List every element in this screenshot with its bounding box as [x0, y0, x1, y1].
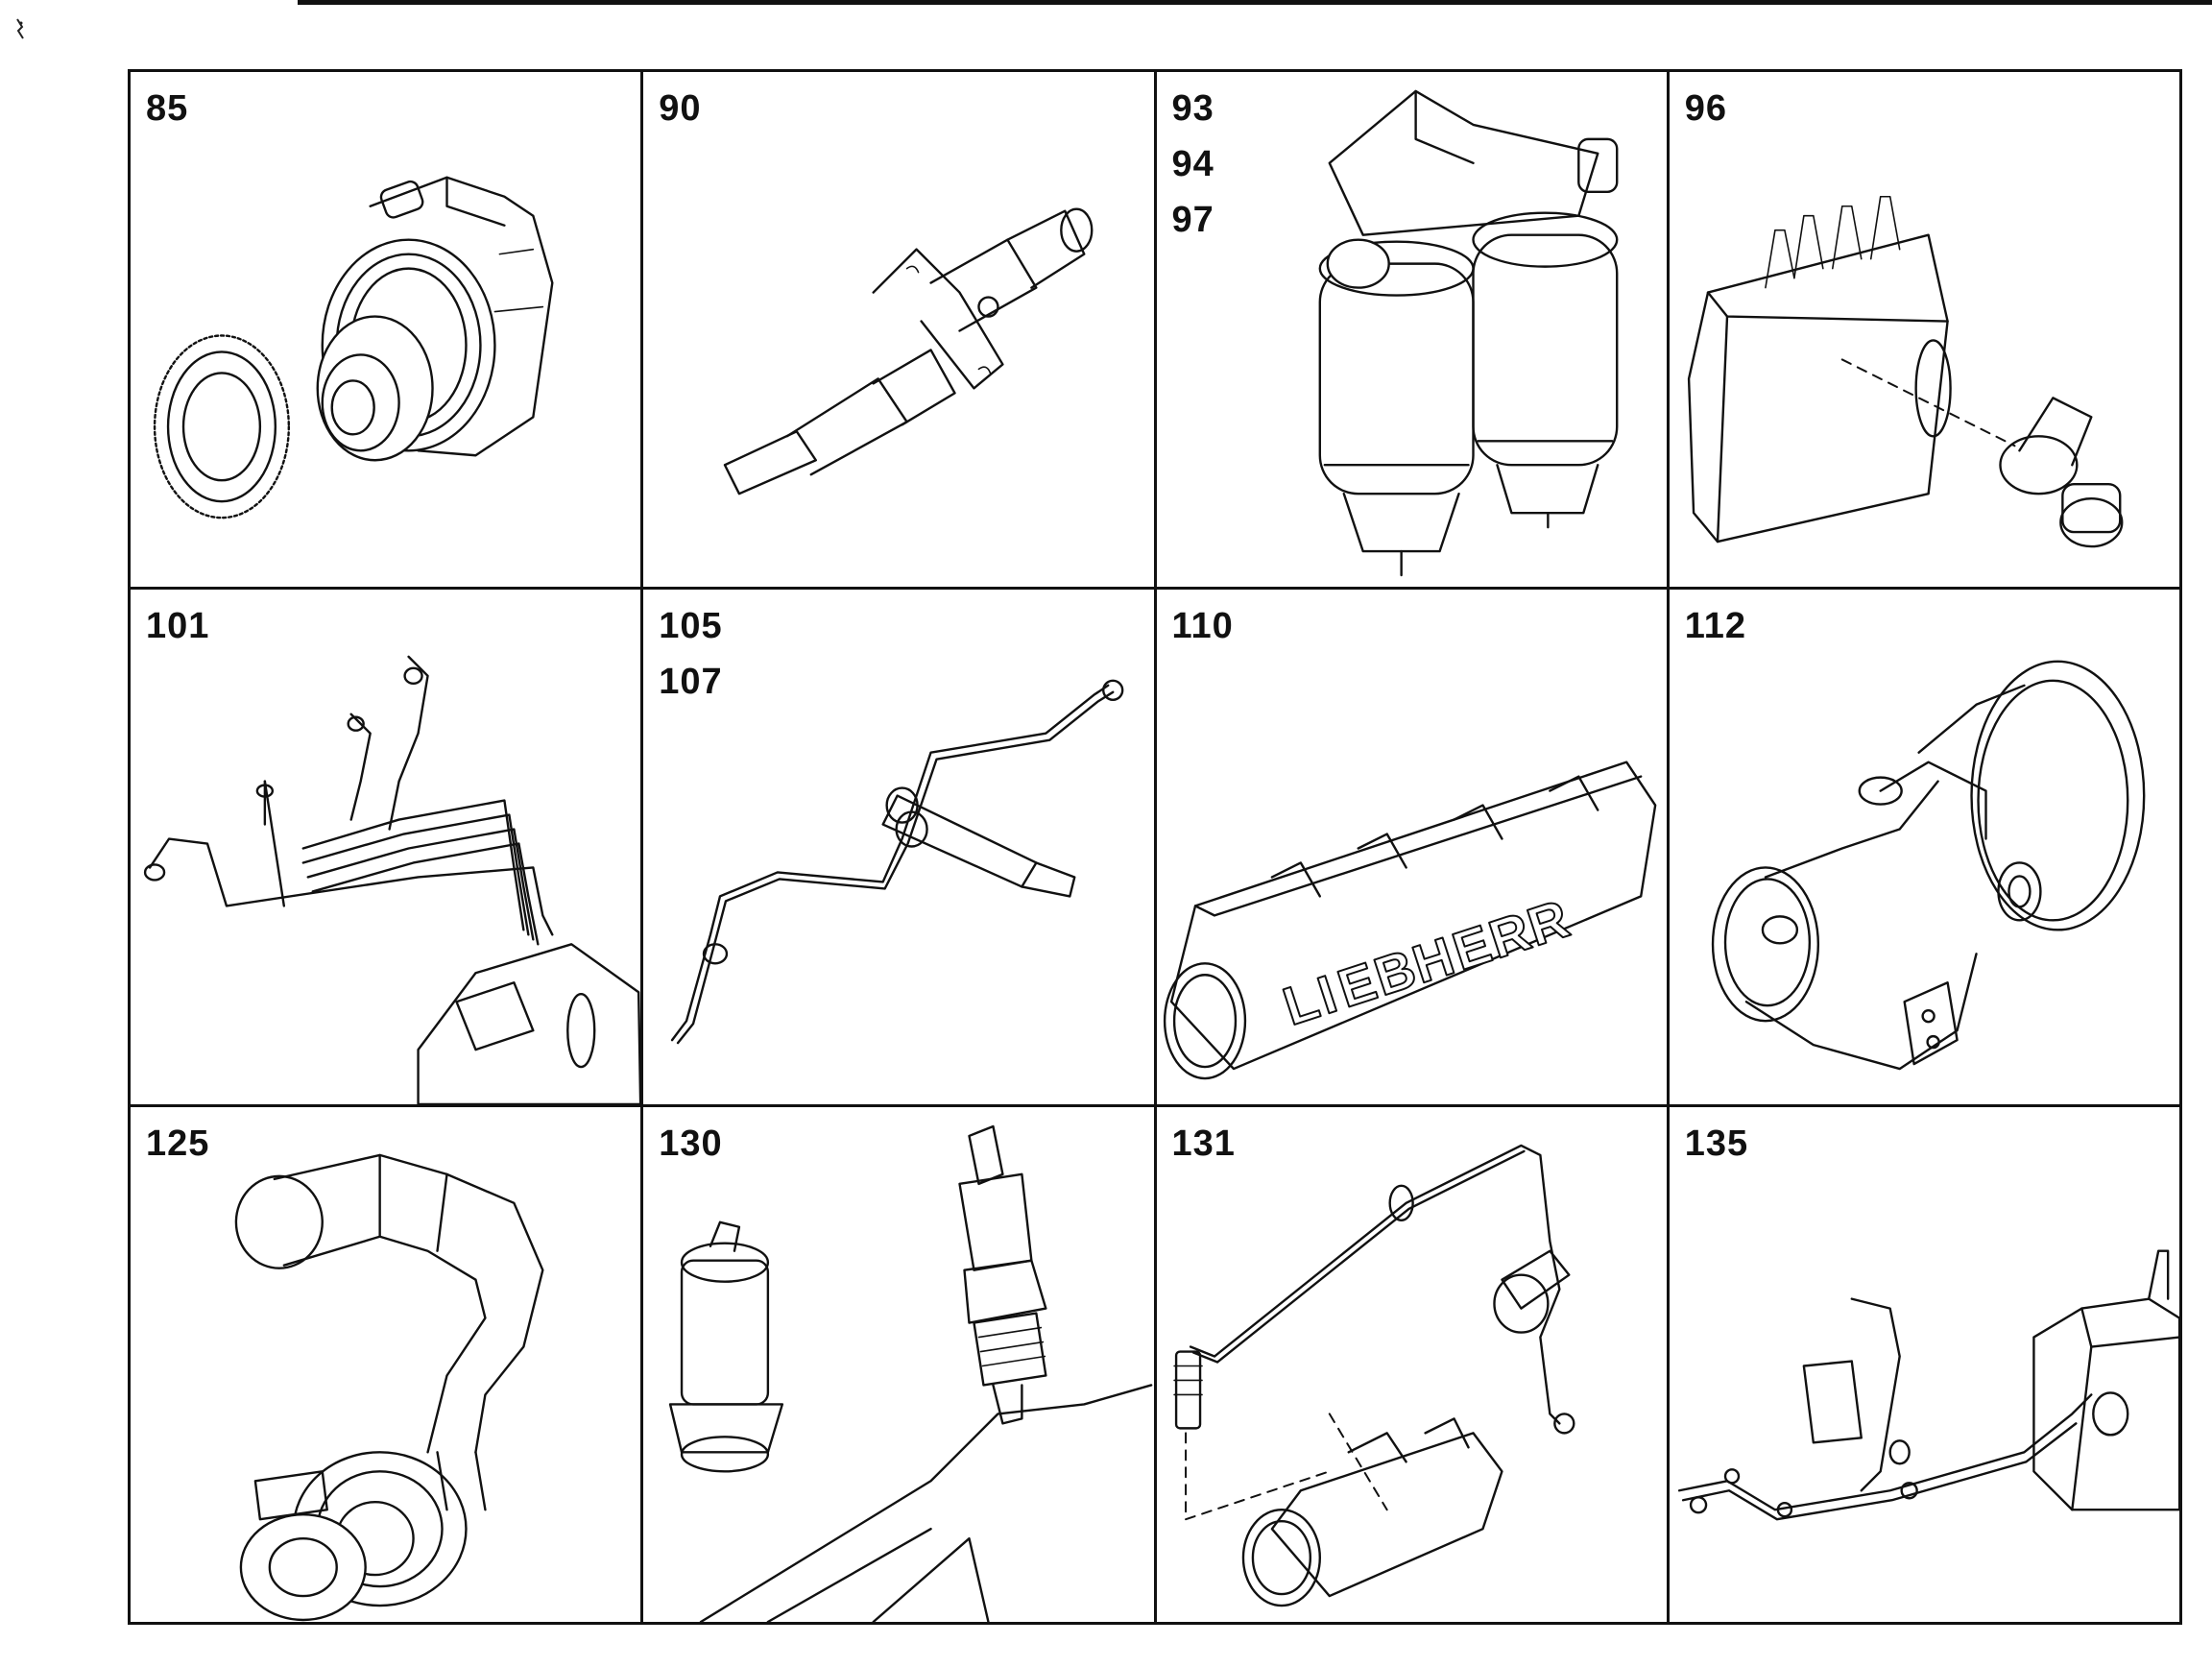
cell-labels: 96	[1685, 87, 1727, 130]
part-number-label: 130	[659, 1123, 723, 1164]
part-number-label: 96	[1684, 88, 1728, 129]
part-number-label: 110	[1171, 606, 1234, 646]
header-rule	[298, 0, 2212, 5]
part-number-label: 131	[1171, 1123, 1236, 1164]
cell-labels: 131	[1172, 1123, 1236, 1165]
intake-manifold-icon: L I E B H E R R	[1163, 761, 1656, 1080]
part-number-label: 105	[659, 606, 723, 646]
injection-nozzle-holder-icon	[724, 207, 1094, 495]
part-number-label: 90	[659, 88, 702, 129]
index-cell-105-107[interactable]: 105 107	[643, 590, 1157, 1107]
cell-labels: 110	[1172, 605, 1234, 647]
index-cell-125[interactable]: 125	[131, 1107, 644, 1625]
index-cell-101[interactable]: 101	[131, 590, 644, 1107]
index-cell-96[interactable]: 96	[1669, 72, 2182, 590]
part-number-label: 97	[1171, 200, 1214, 240]
index-cell-90[interactable]: 90	[643, 72, 1157, 590]
index-cell-131[interactable]: 131	[1156, 1107, 1670, 1625]
injector-with-line-icon	[671, 679, 1124, 1045]
glow-plug-and-relay-icon	[669, 1124, 1153, 1622]
injection-pump-with-fitting-icon	[1687, 195, 2124, 548]
cell-labels: 101	[146, 605, 209, 647]
part-number-label: 94	[1171, 144, 1214, 184]
part-number-label: 135	[1684, 1123, 1749, 1164]
cell-labels: 85	[146, 87, 188, 130]
control-linkage-icon	[1677, 1249, 2179, 1521]
part-number-label: 85	[146, 88, 189, 129]
index-cell-112[interactable]: 112	[1669, 590, 2182, 1107]
elbow-pipe-icon	[1711, 660, 2146, 1071]
index-cell-85[interactable]: 85	[131, 72, 644, 590]
cell-labels: 105 107	[659, 605, 722, 703]
liebherr-logo: L I E B H E R R	[1275, 887, 1576, 1038]
part-number-label: 101	[146, 606, 210, 646]
part-number-label: 112	[1684, 606, 1747, 646]
injection-lines-icon	[143, 655, 641, 1104]
twin-fuel-filter-icon	[1318, 89, 1618, 577]
index-cell-93-94-97[interactable]: 93 94 97	[1156, 72, 1670, 590]
cell-labels: 130	[659, 1123, 722, 1165]
parts-index-grid: 85 90	[128, 69, 2182, 1625]
part-number-label: 107	[659, 662, 723, 702]
index-cell-135[interactable]: 135	[1669, 1107, 2182, 1625]
flame-start-system-icon	[1172, 1144, 1575, 1607]
part-number-label: 93	[1171, 88, 1214, 129]
cell-labels: 135	[1685, 1123, 1748, 1165]
part-number-label: 125	[146, 1123, 210, 1164]
cell-labels: 90	[659, 87, 701, 130]
gear-pump-with-drive-gear-icon	[153, 176, 554, 519]
cell-labels: 93 94 97	[1172, 87, 1214, 241]
index-cell-130[interactable]: 130	[643, 1107, 1157, 1625]
index-cell-110[interactable]: 110 L I E B H E R R	[1156, 590, 1670, 1107]
turbocharger-hose-icon	[234, 1153, 544, 1622]
cell-labels: 112	[1685, 605, 1746, 647]
cell-labels: 125	[146, 1123, 209, 1165]
registration-mark-icon	[16, 18, 24, 39]
